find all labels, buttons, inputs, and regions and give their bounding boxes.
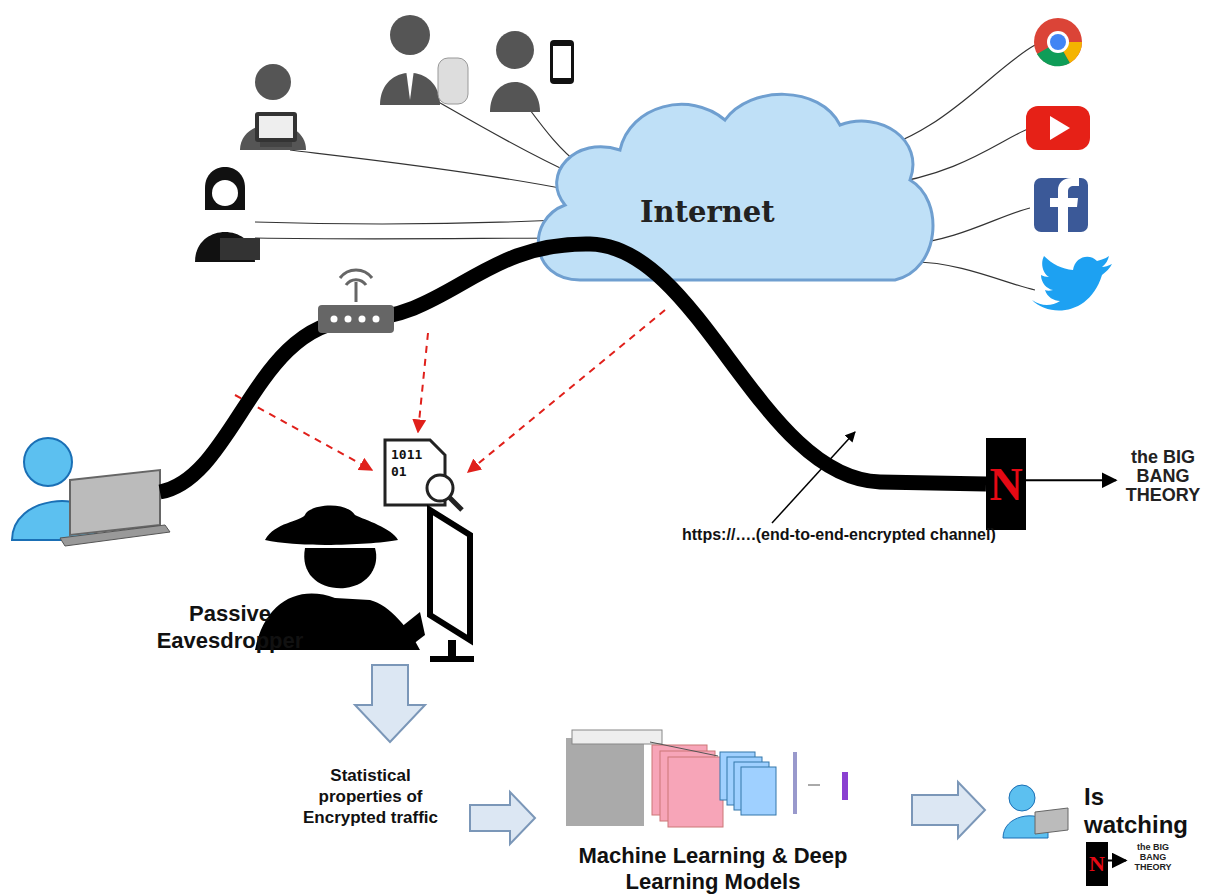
- laptop-user: [12, 438, 170, 546]
- text-label: Machine Learning & Deep Learning Models: [548, 843, 878, 895]
- channel-pipe: [160, 244, 986, 492]
- file-icon: [385, 440, 462, 510]
- netflix-logo: N: [986, 438, 1026, 530]
- node-text: N: [1089, 851, 1105, 877]
- show-logo: the BIG BANG THEORY: [1128, 842, 1178, 872]
- connector-arrow: [1108, 860, 1126, 862]
- text-label: 1011: [391, 448, 431, 462]
- netflix-logo: N: [1086, 842, 1108, 886]
- user-icons: [195, 15, 574, 262]
- text-label: https://….(end-to-end-encrypted channel): [682, 524, 1027, 546]
- node-text: the BIG BANG THEORY: [1118, 448, 1208, 505]
- text-label: 01: [391, 465, 431, 479]
- text-label: Is watching: [1084, 783, 1194, 839]
- connector-arrow: [1026, 479, 1116, 481]
- text-label: Statistical properties of Encrypted traf…: [298, 765, 443, 828]
- neural-net: [566, 730, 848, 827]
- show-logo: the BIG BANG THEORY: [1118, 448, 1208, 505]
- service-icons: [1026, 18, 1112, 311]
- watching-user: [1003, 785, 1068, 838]
- text-label: Passive Eavesdropper: [150, 600, 310, 654]
- cloud-node: Internet: [520, 80, 940, 305]
- node-text: Internet: [640, 195, 775, 229]
- cloud-shape: [520, 80, 940, 305]
- node-text: N: [989, 458, 1022, 511]
- router-icon: [318, 270, 394, 333]
- node-text: the BIG BANG THEORY: [1128, 842, 1178, 872]
